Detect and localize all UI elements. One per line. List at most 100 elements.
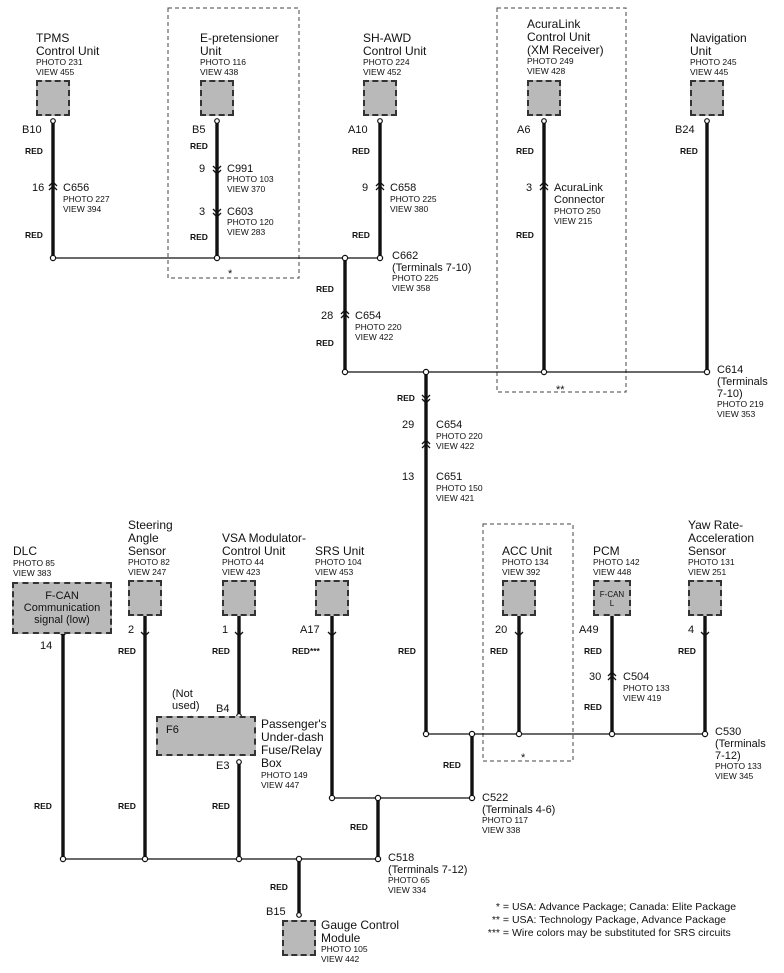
dlc-wire-color: RED bbox=[34, 801, 52, 811]
acc-option-frame bbox=[482, 523, 574, 762]
steer-refs: PHOTO 82 VIEW 247 bbox=[128, 557, 170, 577]
fuse-not-used-line1: (Not bbox=[172, 688, 193, 700]
shawd-name: SH-AWD Control Unit bbox=[363, 32, 426, 58]
acuralink-connector-refs: PHOTO 250 VIEW 215 bbox=[554, 206, 601, 226]
dlc-inner-line1: F-CAN bbox=[45, 590, 79, 602]
c656-view: VIEW 394 bbox=[63, 203, 102, 214]
c662-terms: (Terminals 7-10) bbox=[392, 262, 472, 274]
nav-name: Navigation Unit bbox=[690, 32, 747, 58]
acuralink-connector-photo: PHOTO 250 bbox=[554, 206, 601, 216]
nav-pin: B24 bbox=[675, 124, 695, 136]
tpms-refs: PHOTO 231 VIEW 455 bbox=[36, 57, 83, 77]
dlc-box: F-CAN Communication signal (low) bbox=[12, 582, 112, 634]
dlc-name: DLC bbox=[13, 544, 38, 558]
c518-view: VIEW 334 bbox=[388, 884, 427, 895]
yaw-name-line1: Yaw Rate- bbox=[688, 518, 744, 532]
legend-notes: * = USA: Advance Package; Canada: Elite … bbox=[466, 901, 736, 940]
nav-name-line2: Unit bbox=[690, 44, 712, 58]
srs-name: SRS Unit bbox=[315, 544, 365, 558]
c504-view: VIEW 419 bbox=[623, 692, 662, 703]
tpms-photo: PHOTO 231 bbox=[36, 57, 83, 67]
wire-color-label: RED bbox=[118, 801, 136, 811]
srs-wire-color: RED*** bbox=[292, 646, 320, 656]
pcm-pin: A49 bbox=[579, 624, 599, 636]
nav-wire-color: RED bbox=[680, 146, 698, 156]
tpms-view: VIEW 455 bbox=[36, 66, 75, 77]
legend-text-1: USA: Advance Package; Canada: Elite Pack… bbox=[511, 901, 737, 913]
c656-num: 16 bbox=[32, 182, 45, 194]
gauge-pin: B15 bbox=[266, 906, 286, 918]
steer-name-line2: Angle bbox=[128, 531, 159, 545]
acuralink-refs: PHOTO 249 VIEW 428 bbox=[527, 56, 574, 76]
acuralink-pin: A6 bbox=[517, 124, 531, 136]
wire-color-label: RED bbox=[212, 801, 230, 811]
steer-name-line1: Steering bbox=[128, 518, 173, 532]
pcm-inner: F-CAN L bbox=[595, 590, 629, 608]
c614-view: VIEW 353 bbox=[717, 408, 756, 419]
c651-refs: PHOTO 150 VIEW 421 bbox=[436, 483, 483, 503]
c662-label: C662 (Terminals 7-10) bbox=[392, 250, 471, 274]
vsa-name-line1: VSA Modulator- bbox=[222, 531, 307, 545]
shawd-view: VIEW 452 bbox=[363, 66, 402, 77]
c530-label: C530 (Terminals 7-12) bbox=[715, 726, 766, 762]
c991-photo: PHOTO 103 bbox=[227, 174, 274, 184]
nav-name-line1: Navigation bbox=[690, 31, 747, 45]
junction-points bbox=[49, 118, 711, 918]
acuralink-connector-name: AcuraLink Connector bbox=[554, 182, 605, 206]
wire-color-label: RED bbox=[352, 230, 370, 240]
fuse-pin-out: E3 bbox=[216, 760, 230, 772]
epretensioner-unit bbox=[200, 80, 234, 116]
vsa-wire-color: RED bbox=[212, 646, 230, 656]
c603-num: 3 bbox=[199, 206, 206, 218]
yaw-rate-sensor bbox=[688, 580, 722, 616]
yaw-name-line3: Sensor bbox=[688, 544, 727, 558]
pcm-box: F-CAN L bbox=[593, 580, 631, 616]
nav-refs: PHOTO 245 VIEW 445 bbox=[690, 57, 737, 77]
legend-note-3: *** = Wire colors may be substituted for… bbox=[466, 927, 736, 940]
yaw-view: VIEW 251 bbox=[688, 566, 727, 577]
c651-name: C651 bbox=[436, 471, 463, 483]
c614-photo: PHOTO 219 bbox=[717, 399, 764, 409]
steer-photo: PHOTO 82 bbox=[128, 557, 170, 567]
wire-color-label: RED bbox=[398, 646, 416, 656]
c654b-refs: PHOTO 220 VIEW 422 bbox=[436, 431, 483, 451]
fusebox-name-line2: Under-dash bbox=[261, 730, 324, 744]
fuse-relay-box bbox=[156, 716, 256, 756]
yaw-name: Yaw Rate- Acceleration Sensor bbox=[688, 519, 754, 558]
pcm-refs: PHOTO 142 VIEW 448 bbox=[593, 557, 640, 577]
acuralink-view: VIEW 428 bbox=[527, 65, 566, 76]
fuse-pin-in: B4 bbox=[216, 703, 230, 715]
acuralink-connector-line2: Connector bbox=[554, 194, 605, 206]
pcm-photo: PHOTO 142 bbox=[593, 557, 640, 567]
dlc-view: VIEW 383 bbox=[13, 567, 52, 578]
yaw-photo: PHOTO 131 bbox=[688, 557, 735, 567]
wire-color-label: RED bbox=[584, 702, 602, 712]
c658-name: C658 bbox=[390, 182, 417, 194]
c658-num: 9 bbox=[362, 182, 369, 194]
acc-photo: PHOTO 134 bbox=[502, 557, 549, 567]
legend-note-1: * = USA: Advance Package; Canada: Elite … bbox=[466, 901, 736, 914]
steer-name: Steering Angle Sensor bbox=[128, 519, 173, 558]
srs-photo: PHOTO 104 bbox=[315, 557, 362, 567]
fusebox-name-line1: Passenger's bbox=[261, 717, 327, 731]
gauge-control-module bbox=[282, 920, 316, 956]
pcm-name: PCM bbox=[593, 544, 620, 558]
c518-label: C518 (Terminals 7-12) bbox=[388, 852, 467, 876]
yaw-refs: PHOTO 131 VIEW 251 bbox=[688, 557, 735, 577]
epretensioner-option-frame bbox=[167, 7, 300, 279]
acuralink-connector-view: VIEW 215 bbox=[554, 215, 593, 226]
c522-view: VIEW 338 bbox=[482, 824, 521, 835]
vsa-pin: 1 bbox=[222, 624, 229, 636]
c530-terms-line2: 7-12) bbox=[715, 750, 741, 762]
c662-name: C662 bbox=[392, 250, 419, 262]
acuralink-name-line2: Control Unit bbox=[527, 30, 591, 44]
acuralink-photo: PHOTO 249 bbox=[527, 56, 574, 66]
c614-terms-line1: (Terminals bbox=[717, 376, 768, 388]
dlc-refs: PHOTO 85 VIEW 383 bbox=[13, 558, 55, 578]
c504-num: 30 bbox=[589, 671, 602, 683]
shawd-control-unit bbox=[363, 80, 397, 116]
acuralink-name: AcuraLink Control Unit (XM Receiver) bbox=[527, 18, 604, 57]
wire-segments bbox=[51, 121, 709, 915]
acc-name: ACC Unit bbox=[502, 544, 553, 558]
